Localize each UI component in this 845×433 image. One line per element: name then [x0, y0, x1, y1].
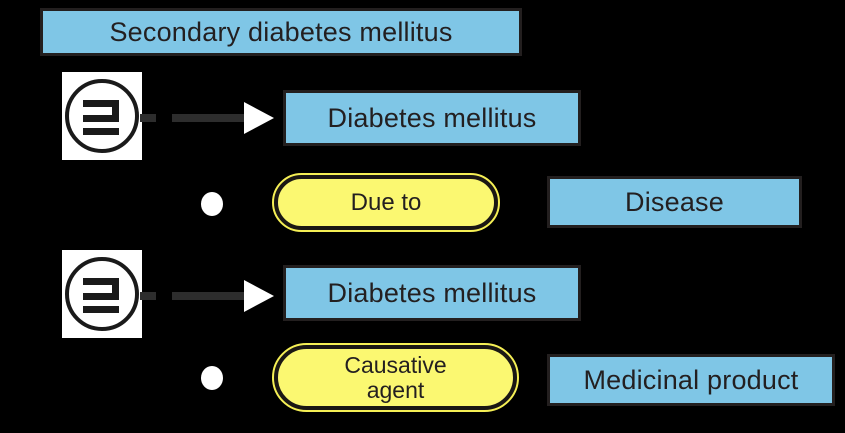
relationship-label: Causative agent: [344, 352, 447, 403]
group-bullet-icon: [201, 192, 223, 216]
relationship-pill-causative-agent[interactable]: Causative agent: [272, 343, 519, 412]
hollow-arrow-icon: [140, 276, 288, 316]
subsumption-icon: [62, 72, 142, 160]
concept-label: Disease: [625, 186, 724, 217]
concept-box-diabetes-mellitus-1[interactable]: Diabetes mellitus: [283, 90, 581, 146]
subsumption-icon: [62, 250, 142, 338]
relationship-label: Due to: [350, 188, 422, 216]
concept-label: Diabetes mellitus: [327, 102, 537, 133]
concept-box-diabetes-mellitus-2[interactable]: Diabetes mellitus: [283, 265, 581, 321]
hollow-arrow-icon: [140, 98, 288, 138]
concept-label: Secondary diabetes mellitus: [109, 16, 453, 47]
concept-box-disease[interactable]: Disease: [547, 176, 802, 228]
concept-box-medicinal-product[interactable]: Medicinal product: [547, 354, 835, 406]
concept-box-secondary-diabetes-mellitus[interactable]: Secondary diabetes mellitus: [40, 8, 522, 56]
concept-label: Medicinal product: [583, 364, 799, 395]
relationship-pill-due-to[interactable]: Due to: [272, 173, 500, 232]
concept-label: Diabetes mellitus: [327, 277, 537, 308]
group-bullet-icon: [201, 366, 223, 390]
